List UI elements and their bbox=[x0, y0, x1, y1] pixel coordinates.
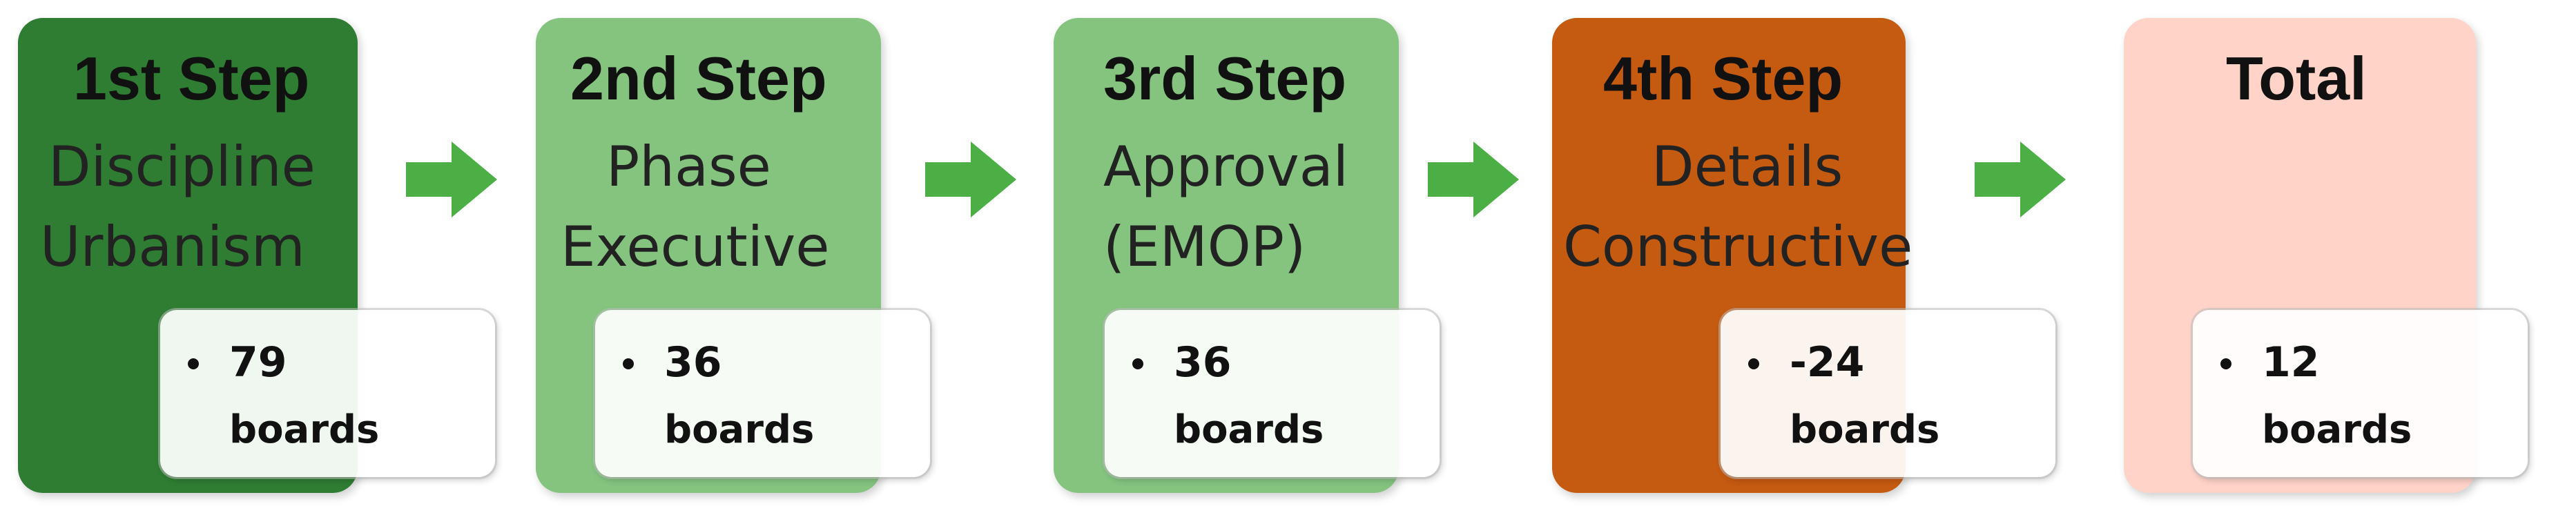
step-1-bullet bbox=[188, 358, 199, 369]
step-2-line-1: Phase bbox=[606, 135, 771, 199]
step-2-note: 36 boards bbox=[595, 310, 930, 477]
right-arrow-icon bbox=[1428, 142, 1519, 217]
total-value: 12 bbox=[2262, 338, 2320, 387]
step-1-line-1: Discipline bbox=[48, 135, 316, 199]
step-1-value: 79 bbox=[229, 338, 287, 387]
step-3-note: 36 boards bbox=[1105, 310, 1440, 477]
total-bullet bbox=[2220, 358, 2231, 369]
right-arrow-icon bbox=[925, 142, 1016, 217]
step-1-note: 79 boards bbox=[160, 310, 495, 477]
step-4-note: -24 boards bbox=[1721, 310, 2055, 477]
step-2-title: 2nd Step bbox=[570, 44, 827, 113]
step-3-value: 36 bbox=[1174, 338, 1232, 387]
step-1-line-2: Urbanism bbox=[40, 215, 305, 279]
step-2-line-2: Executive bbox=[561, 215, 830, 279]
step-3-line-2: (EMOP) bbox=[1103, 215, 1306, 279]
step-1-title: 1st Step bbox=[73, 44, 310, 113]
step-3-unit: boards bbox=[1174, 407, 1324, 452]
step-3-line-1: Approval bbox=[1103, 135, 1348, 199]
step-4-bullet bbox=[1748, 358, 1759, 369]
step-4-title: 4th Step bbox=[1603, 44, 1843, 113]
right-arrow-icon bbox=[1975, 142, 2066, 217]
step-3-bullet bbox=[1132, 358, 1143, 369]
total-note: 12 boards bbox=[2193, 310, 2528, 477]
step-1-unit: boards bbox=[229, 407, 380, 452]
step-2-value: 36 bbox=[664, 338, 722, 387]
step-2-bullet bbox=[623, 358, 634, 369]
step-2-unit: boards bbox=[664, 407, 815, 452]
step-3-title: 3rd Step bbox=[1103, 44, 1347, 113]
step-4-unit: boards bbox=[1790, 407, 1940, 452]
step-4-value: -24 bbox=[1790, 338, 1865, 387]
right-arrow-icon bbox=[406, 142, 497, 217]
step-4-line-2: Constructive bbox=[1563, 215, 1913, 279]
step-4-line-1: Details bbox=[1652, 135, 1843, 199]
total-unit: boards bbox=[2262, 407, 2412, 452]
total-title: Total bbox=[2226, 44, 2367, 113]
